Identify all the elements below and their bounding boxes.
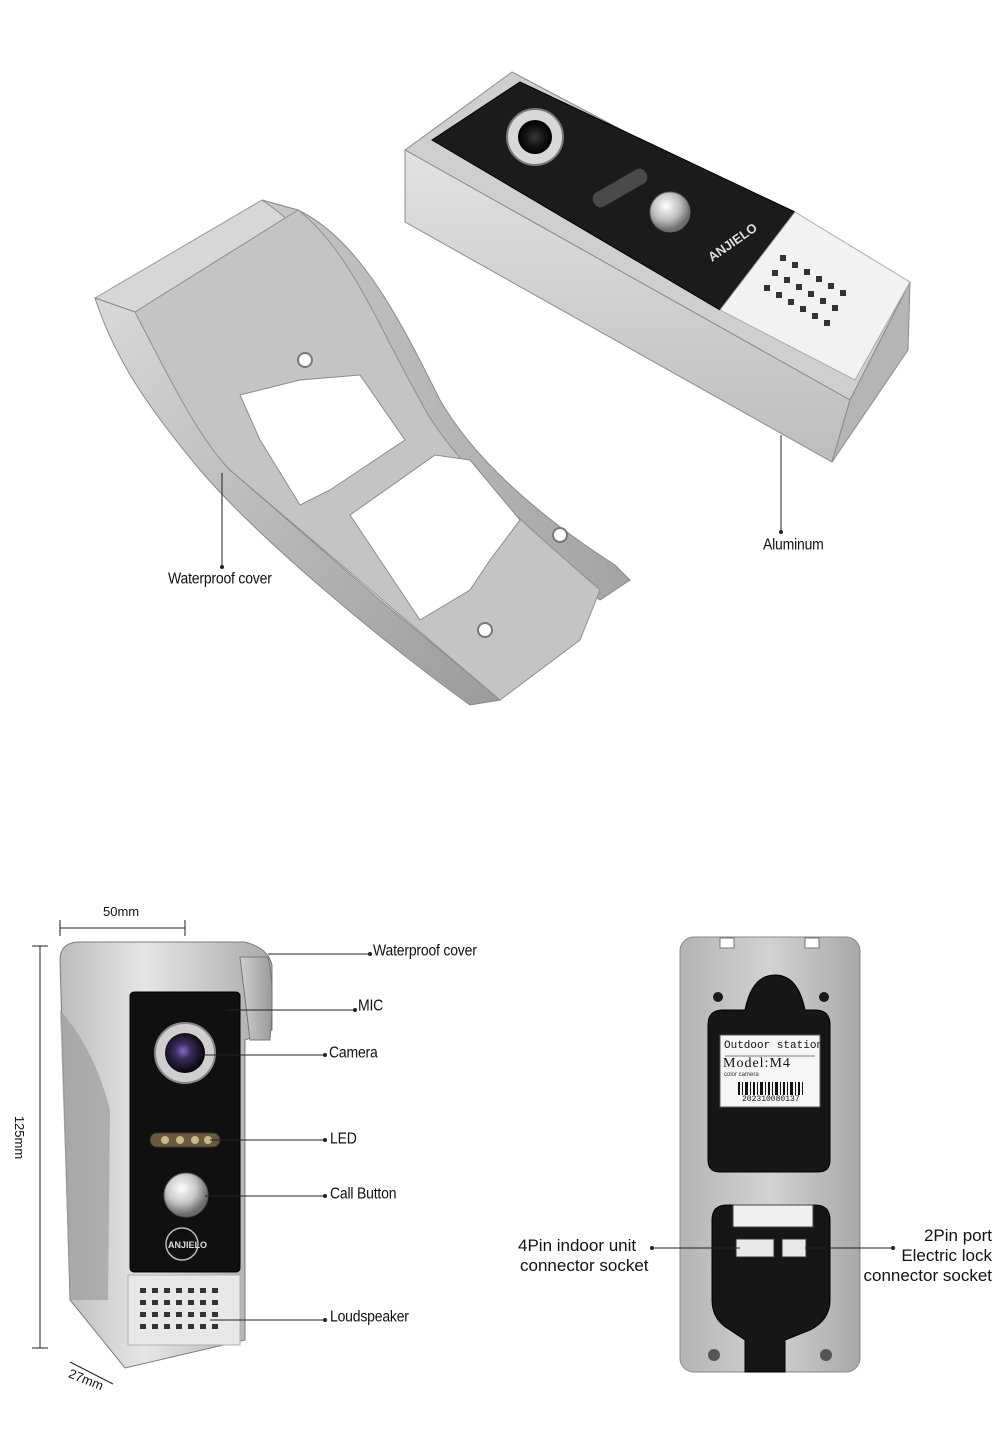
4pin-connector — [735, 1238, 775, 1258]
front-leader-lines — [200, 953, 370, 1321]
label-4pin-line1: 4Pin indoor unit — [518, 1236, 637, 1255]
brand-logo-front — [165, 1227, 199, 1261]
back-view-device — [679, 936, 861, 1373]
label-4pin-line2: connector socket — [520, 1256, 649, 1275]
sticker-model: Model:M4 — [723, 1056, 791, 1071]
outdoor-station-photo: ANJIELO — [404, 71, 911, 463]
top-product-illustration: ANJIELO — [93, 71, 911, 706]
barcode — [738, 1082, 803, 1095]
dimension-width-label: 50mm — [103, 904, 140, 919]
label-waterproof-cover-front: Waterproof cover — [373, 941, 477, 959]
label-aluminum: Aluminum — [763, 535, 824, 553]
sticker-line3: color camera — [724, 1072, 759, 1078]
label-led: LED — [330, 1129, 357, 1147]
waterproof-cover-photo — [93, 199, 631, 706]
2pin-connector — [781, 1238, 807, 1258]
call-button-visual — [163, 1172, 209, 1218]
label-waterproof-cover-top: Waterproof cover — [168, 569, 272, 587]
label-call-button: Call Button — [330, 1184, 397, 1202]
sticker-serial: 202310080137 — [742, 1095, 800, 1104]
dimension-depth-line — [69, 1361, 114, 1385]
label-camera: Camera — [329, 1043, 378, 1061]
label-loudspeaker: Loudspeaker — [330, 1307, 409, 1325]
label-2pin-line2: Electric lock — [901, 1246, 992, 1265]
front-view-device: ANJIELO — [59, 941, 273, 1369]
sticker-line1: Outdoor station — [724, 1040, 824, 1052]
label-2pin-line1: 2Pin port — [923, 1226, 992, 1245]
svg-text:ANJIELO: ANJIELO — [168, 1240, 207, 1250]
label-2pin-line3: connector socket — [863, 1266, 992, 1285]
label-mic: MIC — [358, 996, 384, 1014]
